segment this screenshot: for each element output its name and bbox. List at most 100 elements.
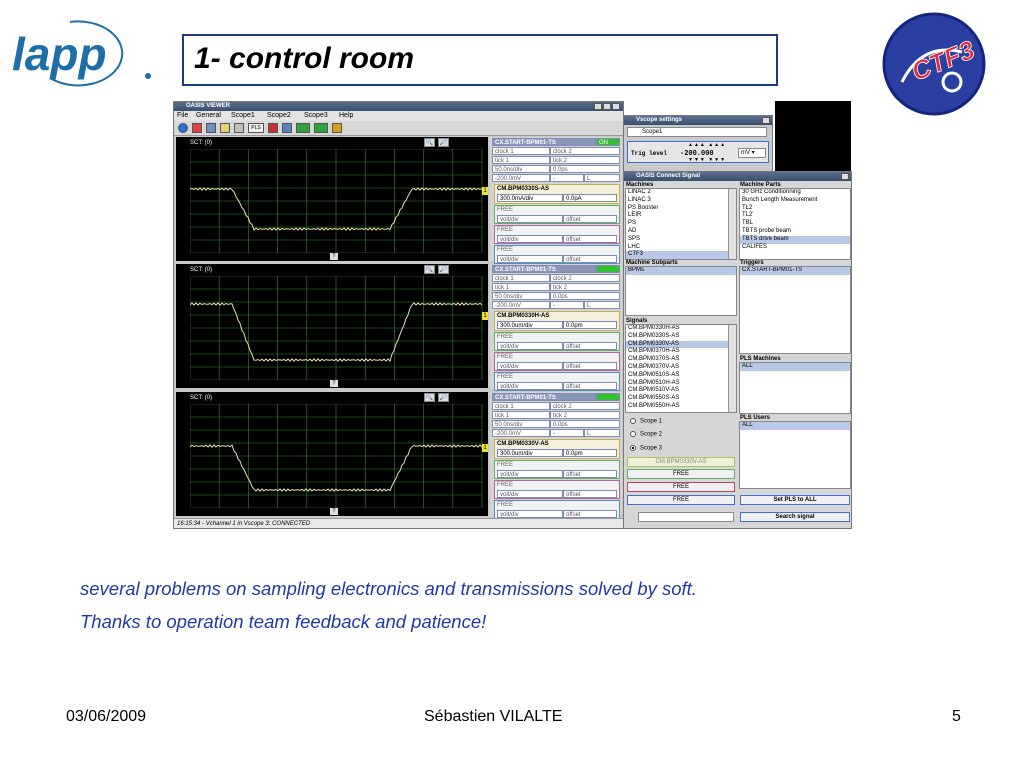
free-channel-group[interactable]: FREE volt/div offset (494, 372, 620, 391)
signal-list-item[interactable]: CM.BPM0370H-AS (628, 348, 680, 355)
free-voltdiv[interactable]: volt/div (497, 215, 563, 223)
time-offset-field[interactable]: 0.0ps (550, 165, 620, 173)
pls-machines-list[interactable]: ALL (739, 362, 851, 414)
pls-user-list-item[interactable]: ALL (740, 422, 850, 430)
close-icon[interactable] (612, 103, 620, 110)
machine-part-list-item[interactable]: TBTS drive beam (740, 235, 850, 244)
trigger-state[interactable] (596, 265, 620, 273)
scope-screen[interactable]: SCT: (0) 🔍 🔎 1 T (176, 137, 488, 261)
zoom-icon[interactable]: 🔍 (424, 265, 435, 274)
channel-div[interactable]: 300.0um/div (497, 321, 563, 329)
free-voltdiv[interactable]: volt/div (497, 382, 563, 390)
free-channel-group[interactable]: FREE volt/div offset (494, 480, 620, 499)
tick1-field[interactable]: tick 1 (492, 283, 550, 291)
clock1-field[interactable]: clock 1 (492, 147, 550, 155)
print-icon[interactable] (332, 123, 342, 133)
signal-list-item[interactable]: CM.BPM0510S-AS (628, 371, 680, 378)
record-icon[interactable] (268, 123, 278, 133)
settings-icon[interactable] (234, 123, 244, 133)
channel-offset[interactable]: 0.0pm (563, 321, 617, 329)
free-offset[interactable]: offset (563, 362, 617, 370)
volt-div-field[interactable]: -200.0mV (492, 174, 550, 182)
trigger-marker-icon[interactable]: T (330, 508, 338, 515)
machine-list-item[interactable]: LINAC 3 (628, 196, 651, 203)
free-channel-group[interactable]: FREE volt/div offset (494, 352, 620, 371)
machine-list-item[interactable]: LINAC 2 (628, 189, 651, 195)
window-icon[interactable] (282, 123, 292, 133)
menu-help[interactable]: Help (339, 112, 354, 119)
signal-list-item[interactable]: CM.BPM0370S-AS (628, 356, 680, 363)
unzoom-icon[interactable]: 🔎 (438, 265, 449, 274)
trigger-state[interactable]: ON (596, 138, 620, 146)
free-channel-group[interactable]: FREE volt/div offset (494, 245, 620, 264)
viewer-titlebar[interactable]: OASIS VIEWER (174, 102, 623, 111)
subpart-list-item[interactable]: BPMs (626, 267, 736, 275)
free-offset[interactable]: offset (563, 342, 617, 350)
set-pls-button[interactable]: Set PLS to ALL (740, 495, 850, 505)
free-offset[interactable]: offset (563, 382, 617, 390)
trigger-name[interactable]: CX.START-BPM01-TS (492, 265, 596, 273)
channel-marker[interactable]: 1 (482, 187, 488, 195)
up-arrows-icon[interactable]: ▲▲▲ ▲▲▲ (688, 142, 727, 148)
down-arrows-icon[interactable]: ▼▼▼ ▼▼▼ (688, 157, 727, 163)
menu-file[interactable]: File (177, 112, 189, 119)
level-field[interactable]: L (584, 174, 620, 182)
connect-close-icon[interactable] (841, 173, 849, 180)
camera-icon[interactable] (206, 123, 216, 133)
channel-group[interactable]: CM.BPM0330H-AS 300.0um/div 0.0pm (494, 311, 620, 331)
free-voltdiv[interactable]: volt/div (497, 342, 563, 350)
free-offset[interactable]: offset (563, 510, 617, 518)
free-button-1[interactable]: FREE (627, 469, 735, 479)
machine-part-list-item[interactable]: TL2 (742, 204, 753, 211)
signal-list-item[interactable]: CM.BPM0510H-AS (628, 379, 680, 386)
trigger-marker-icon[interactable]: T (330, 253, 338, 260)
machine-list-item[interactable]: PS Booster (628, 204, 659, 211)
machine-part-list-item[interactable]: CALIFES (742, 243, 768, 250)
free-voltdiv[interactable]: volt/div (497, 510, 563, 518)
trigger-name[interactable]: CX.START-BPM01-TS (492, 138, 596, 146)
triggers-list[interactable]: CX.START-BPM01-TS (739, 266, 851, 354)
minus-field[interactable]: - (550, 429, 584, 437)
free-offset[interactable]: offset (563, 255, 617, 263)
trigger-state[interactable] (596, 393, 620, 401)
free-channel-group[interactable]: FREE volt/div offset (494, 332, 620, 351)
signal-list-item[interactable]: CM.BPM0330V-AS (626, 340, 736, 349)
signal-list-item[interactable]: CM.BPM0330S-AS (628, 332, 680, 339)
machines-scrollbar[interactable] (728, 189, 736, 259)
signal-list-item[interactable]: CM.BPM0550S-AS (628, 395, 680, 402)
channel-offset[interactable]: 0.0pm (563, 449, 617, 457)
layout-icon[interactable] (296, 123, 310, 133)
search-signal-button[interactable]: Search signal (740, 512, 850, 522)
channel-div[interactable]: 300.0mA/div (497, 194, 563, 202)
machine-list-item[interactable]: PS (628, 220, 637, 227)
trigger-name[interactable]: CX.START-BPM01-TS (492, 393, 596, 401)
tick2-field[interactable]: tick 2 (550, 283, 620, 291)
channel-marker[interactable]: 1 (482, 312, 488, 320)
clock2-field[interactable]: clock 2 (550, 402, 620, 410)
level-field[interactable]: L (584, 301, 620, 309)
channel-offset[interactable]: 0.0pA (563, 194, 617, 202)
subparts-list[interactable]: BPMs (625, 266, 737, 316)
scope-screen[interactable]: SCT: (0) 🔍 🔎 1 T (176, 264, 488, 388)
channel-group[interactable]: CM.BPM0330V-AS 300.0um/div 0.0pm (494, 439, 620, 459)
signal-list-item[interactable]: CM.BPM0330H-AS (628, 325, 680, 331)
pls-users-list[interactable]: ALL (739, 421, 851, 489)
machine-part-list-item[interactable]: TBL (742, 220, 754, 227)
machine-part-list-item[interactable]: TL2' (742, 212, 754, 219)
pls-button[interactable]: PLS (248, 123, 264, 133)
free-offset[interactable]: offset (563, 215, 617, 223)
free-voltdiv[interactable]: volt/div (497, 255, 563, 263)
free-channel-group[interactable]: FREE volt/div offset (494, 460, 620, 479)
time-div-field[interactable]: 50.0ns/div (492, 292, 550, 300)
settings-titlebar[interactable]: Vscope settings (624, 116, 772, 125)
radio-scope-1[interactable]: Scope 1 (630, 418, 662, 425)
unzoom-icon[interactable]: 🔎 (438, 138, 449, 147)
free-offset[interactable]: offset (563, 470, 617, 478)
machine-list-item[interactable]: CTF3 (626, 251, 736, 259)
connect-titlebar[interactable]: OASIS Connect Signal (624, 172, 851, 181)
pls-machine-list-item[interactable]: ALL (740, 363, 850, 371)
free-offset[interactable]: offset (563, 490, 617, 498)
